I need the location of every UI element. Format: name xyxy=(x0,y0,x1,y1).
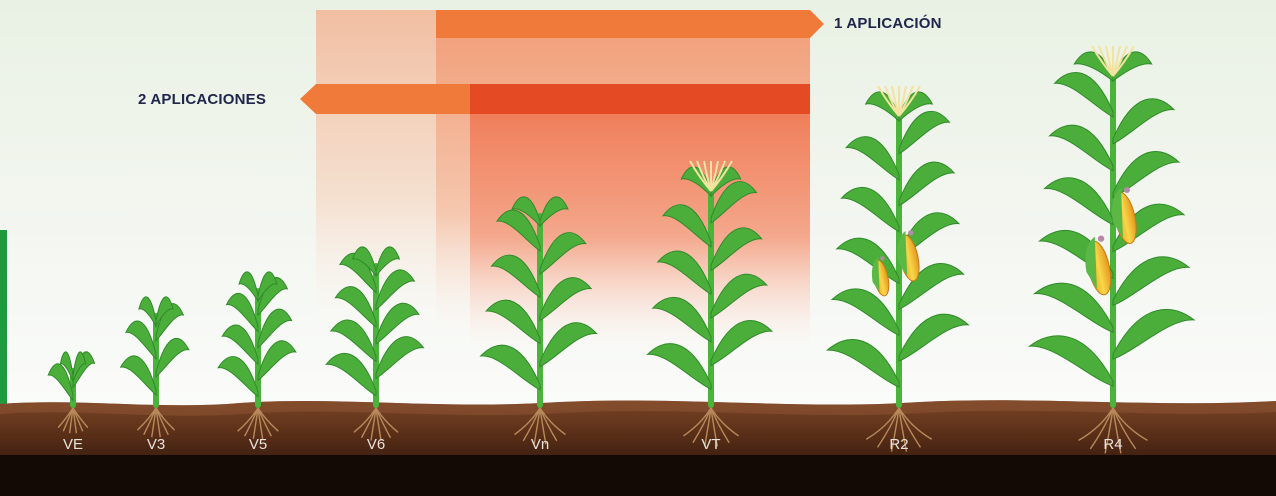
soil-surface xyxy=(0,400,1276,416)
corn-plant xyxy=(47,351,96,434)
left-edge-strip xyxy=(0,230,7,496)
tassel xyxy=(689,160,733,192)
corn-plant xyxy=(825,85,970,452)
stage-label-r2: R2 xyxy=(889,436,909,453)
roots xyxy=(136,407,176,438)
stage-label-vn: Vn xyxy=(530,436,550,453)
roots xyxy=(353,407,399,441)
corn-plant xyxy=(325,246,425,441)
corn-plant xyxy=(119,296,190,438)
roots xyxy=(57,407,89,434)
two-applications-label: 2 APLICACIONES xyxy=(138,91,267,108)
two-applications-arrow xyxy=(300,84,470,114)
tassel xyxy=(877,85,921,117)
stage-label-v6: V6 xyxy=(366,436,386,453)
stage-label-ve: VE xyxy=(62,436,83,453)
one-application-arrow xyxy=(436,10,824,38)
stage-label-v3: V3 xyxy=(146,436,166,453)
corn-cob xyxy=(1085,235,1112,296)
roots xyxy=(237,407,279,440)
stage-label-vt: VT xyxy=(701,436,721,453)
corn-plant xyxy=(646,160,774,447)
one-application-label: 1 APLICACIÓN xyxy=(834,15,942,32)
roots xyxy=(514,407,566,445)
soil-deep-layer xyxy=(0,455,1276,496)
corn-plant xyxy=(1027,45,1196,454)
roots xyxy=(683,407,739,447)
corn-cob xyxy=(871,256,890,297)
stage-label-r4: R4 xyxy=(1103,436,1123,453)
two-applications-arrow-overlap xyxy=(470,84,810,114)
stage-label-v5: V5 xyxy=(248,436,268,453)
tassel xyxy=(1091,45,1135,77)
roots xyxy=(1078,407,1148,454)
corn-cob xyxy=(897,230,920,282)
corn-plant xyxy=(217,271,297,440)
roots xyxy=(865,407,933,452)
corn-plant xyxy=(479,196,598,445)
corn-cob xyxy=(1112,187,1137,245)
